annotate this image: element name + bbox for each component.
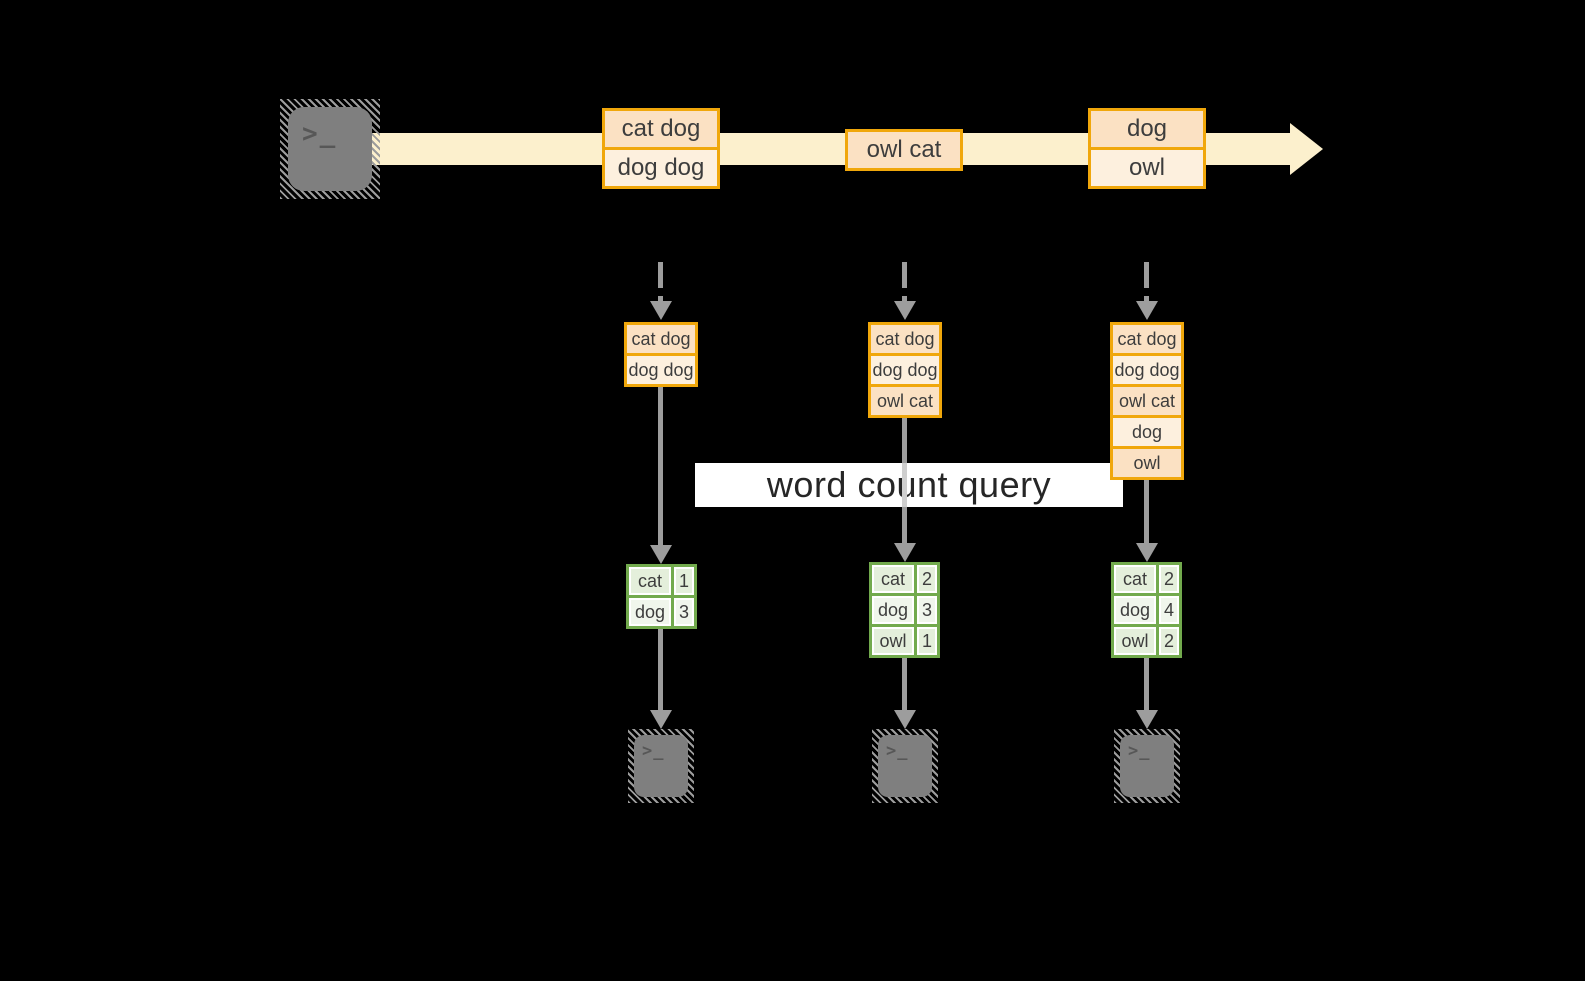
- state-row: cat dog: [627, 325, 695, 353]
- count-word-cell: dog: [872, 596, 914, 624]
- count-word-cell: owl: [872, 627, 914, 655]
- count-table-3: cat 2 dog 4 owl 2: [1111, 562, 1182, 658]
- count-value-cell: 2: [917, 565, 937, 593]
- arrow-head-icon: [1136, 543, 1158, 562]
- stream-message-3: dog owl: [1088, 108, 1206, 189]
- state-row: cat dog: [1113, 325, 1181, 353]
- count-table-2: cat 2 dog 3 owl 1: [869, 562, 940, 658]
- arrow-head-icon: [894, 301, 916, 320]
- terminal-body: [878, 735, 932, 797]
- state-row: dog: [1113, 415, 1181, 446]
- arrow-line: [902, 658, 907, 710]
- state-row: owl cat: [871, 384, 939, 415]
- arrow-line: [902, 418, 907, 543]
- arrow-head-icon: [1136, 301, 1158, 320]
- state-row: owl cat: [1113, 384, 1181, 415]
- arrow-line: [1144, 658, 1149, 710]
- terminal-prompt-glyph: >_: [1128, 741, 1151, 761]
- terminal-body: [634, 735, 688, 797]
- terminal-sink-icon: >_: [872, 729, 938, 803]
- arrow-head-icon: [894, 543, 916, 562]
- terminal-source-icon: >_: [280, 99, 380, 199]
- count-value-cell: 2: [1159, 565, 1179, 593]
- count-word-cell: cat: [1114, 565, 1156, 593]
- stream-message-1: cat dog dog dog: [602, 108, 720, 189]
- count-table-1: cat 1 dog 3: [626, 564, 697, 629]
- state-row: cat dog: [871, 325, 939, 353]
- dashed-arrow-line: [902, 262, 907, 302]
- stream-message-cell: dog: [1091, 111, 1203, 147]
- arrow-line: [1144, 480, 1149, 543]
- count-value-cell: 3: [917, 596, 937, 624]
- state-box-3: cat dog dog dog owl cat dog owl: [1110, 322, 1184, 480]
- state-box-1: cat dog dog dog: [624, 322, 698, 387]
- arrow-head-icon: [650, 301, 672, 320]
- count-word-cell: cat: [629, 567, 671, 595]
- count-value-cell: 1: [674, 567, 694, 595]
- arrow-line: [658, 387, 663, 545]
- arrow-head-icon: [1136, 710, 1158, 729]
- arrow-line: [658, 629, 663, 710]
- terminal-prompt-glyph: >_: [642, 741, 665, 761]
- stream-message-2: owl cat: [845, 129, 963, 171]
- stream-message-cell: owl: [1091, 147, 1203, 186]
- query-label-band: word count query: [695, 463, 1123, 507]
- terminal-prompt-glyph: >_: [886, 741, 909, 761]
- dashed-arrow-line: [658, 262, 663, 302]
- count-value-cell: 4: [1159, 596, 1179, 624]
- arrow-head-icon: [650, 545, 672, 564]
- stream-arrowhead-icon: [1290, 123, 1323, 175]
- state-row: dog dog: [1113, 353, 1181, 384]
- state-row: dog dog: [871, 353, 939, 384]
- terminal-body: [1120, 735, 1174, 797]
- count-word-cell: owl: [1114, 627, 1156, 655]
- count-value-cell: 3: [674, 598, 694, 626]
- arrow-head-icon: [894, 710, 916, 729]
- state-box-2: cat dog dog dog owl cat: [868, 322, 942, 418]
- arrow-head-icon: [650, 710, 672, 729]
- stream-message-cell: owl cat: [848, 132, 960, 168]
- state-row: dog dog: [627, 353, 695, 384]
- terminal-prompt-glyph: >_: [302, 119, 338, 149]
- count-word-cell: dog: [1114, 596, 1156, 624]
- terminal-sink-icon: >_: [628, 729, 694, 803]
- count-value-cell: 2: [1159, 627, 1179, 655]
- stream-message-cell: cat dog: [605, 111, 717, 147]
- state-row: owl: [1113, 446, 1181, 477]
- dashed-arrow-line: [1144, 262, 1149, 302]
- terminal-sink-icon: >_: [1114, 729, 1180, 803]
- query-label: word count query: [766, 464, 1052, 505]
- terminal-body: [288, 107, 372, 191]
- count-word-cell: dog: [629, 598, 671, 626]
- count-value-cell: 1: [917, 627, 937, 655]
- stream-message-cell: dog dog: [605, 147, 717, 186]
- count-word-cell: cat: [872, 565, 914, 593]
